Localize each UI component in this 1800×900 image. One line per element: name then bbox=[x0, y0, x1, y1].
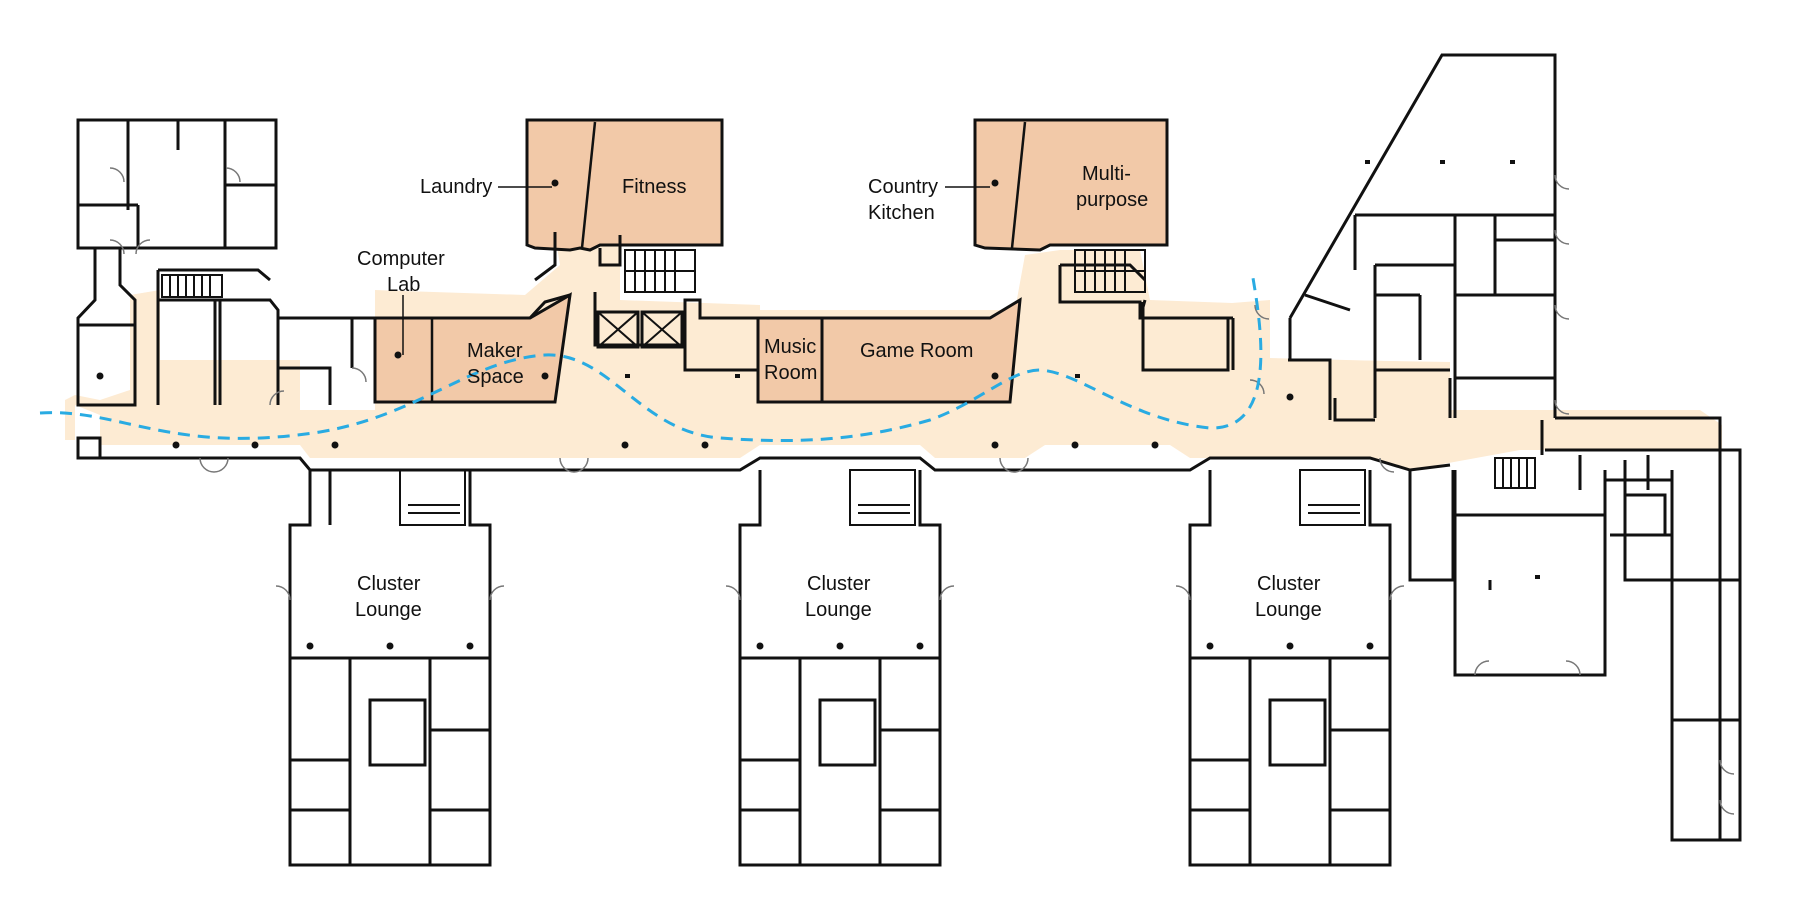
elevator-icon bbox=[597, 311, 683, 348]
multipurpose-label-line1: Multi- bbox=[1082, 163, 1131, 185]
cluster-lounge-3-label-line2: Lounge bbox=[1255, 599, 1322, 621]
building-walls bbox=[76, 53, 1742, 842]
stairs-icon bbox=[1494, 457, 1536, 489]
cluster-lounge-2-label-line2: Lounge bbox=[805, 599, 872, 621]
laundry-label: Laundry bbox=[420, 176, 492, 198]
fitness-label: Fitness bbox=[622, 176, 686, 198]
stairs-icon bbox=[849, 469, 916, 526]
cluster-lounge-1-label-line2: Lounge bbox=[355, 599, 422, 621]
country-kitchen-label-line2: Kitchen bbox=[868, 202, 935, 224]
stairs-icon bbox=[399, 469, 466, 526]
maker-space-label-line1: Maker bbox=[467, 340, 523, 362]
amenity-partitions bbox=[430, 121, 1027, 402]
music-room[interactable] bbox=[756, 316, 824, 404]
cluster-wing-3 bbox=[1188, 469, 1392, 867]
multipurpose-label-line2: purpose bbox=[1076, 189, 1148, 211]
laundry-fitness-room[interactable] bbox=[525, 118, 724, 252]
column-dot-icon bbox=[96, 160, 1540, 650]
door-swing-icon bbox=[109, 167, 1735, 815]
room-labels: Laundry Fitness Country Kitchen Multi- p… bbox=[355, 163, 1322, 621]
country-kitchen-multipurpose-room[interactable] bbox=[973, 118, 1169, 252]
computer-lab-label-line1: Computer bbox=[357, 248, 445, 270]
wayfinding-path bbox=[39, 271, 1263, 443]
stairs-icon bbox=[1299, 469, 1366, 526]
computer-lab-label-line2: Lab bbox=[387, 274, 420, 296]
music-room-label-line2: Room bbox=[764, 362, 817, 384]
game-room-label: Game Room bbox=[860, 340, 973, 362]
music-room-label-line1: Music bbox=[764, 336, 816, 358]
cluster-wings bbox=[288, 469, 1392, 867]
cluster-wing-1 bbox=[288, 469, 492, 867]
stair-cores bbox=[161, 249, 1536, 489]
cluster-lounge-1-label-line1: Cluster bbox=[357, 573, 421, 595]
stairs-icon bbox=[161, 274, 223, 298]
cluster-wing-2 bbox=[738, 469, 942, 867]
cluster-lounge-3-label-line1: Cluster bbox=[1257, 573, 1321, 595]
computer-lab-maker-space-room[interactable] bbox=[373, 292, 572, 404]
country-kitchen-label-line1: Country bbox=[868, 176, 938, 198]
cluster-lounge-2-label-line1: Cluster bbox=[807, 573, 871, 595]
maker-space-label-line2: Space bbox=[467, 366, 524, 388]
